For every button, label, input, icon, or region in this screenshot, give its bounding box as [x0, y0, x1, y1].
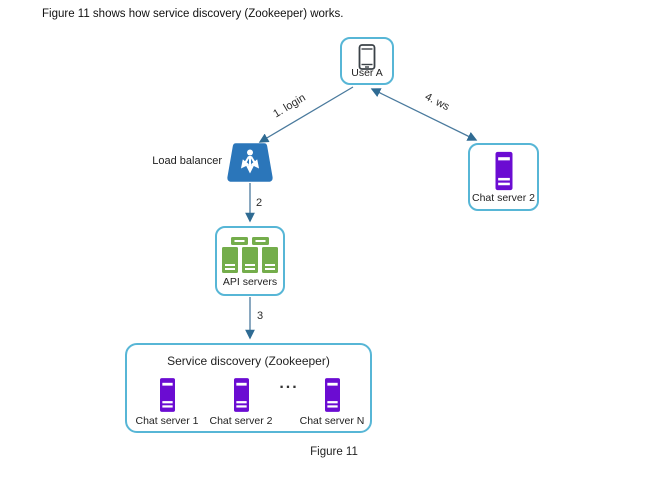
- discovery-chat-server-1-label: Chat server 1: [135, 415, 199, 427]
- figure-caption-text: Figure 11: [310, 446, 358, 458]
- node-api-servers-label: API servers: [222, 275, 278, 288]
- node-service-discovery: Service discovery (Zookeeper) Chat serve…: [125, 343, 372, 433]
- node-load-balancer-label: Load balancer: [152, 155, 222, 167]
- server-tower-icon: [324, 378, 340, 412]
- figure-caption: Figure 11: [0, 446, 658, 458]
- service-discovery-title: Service discovery (Zookeeper): [167, 354, 330, 368]
- edge-label-2: 2: [256, 197, 263, 209]
- edge-label-3: 3: [257, 310, 264, 322]
- ellipsis-dots: ...: [279, 375, 299, 392]
- node-user-a-label: User A: [351, 66, 383, 79]
- server-tower-icon: [159, 378, 175, 412]
- discovery-chat-server-1: Chat server 1: [122, 378, 212, 427]
- discovery-chat-server-2: Chat server 2: [196, 378, 286, 427]
- load-balancer-icon: [227, 143, 273, 182]
- discovery-chat-server-n-label: Chat server N: [299, 415, 365, 427]
- server-tower-icon: [495, 151, 512, 191]
- discovery-chat-server-2-label: Chat server 2: [209, 415, 273, 427]
- node-api-servers: API servers: [215, 226, 285, 296]
- node-user-a: User A: [340, 37, 394, 85]
- discovery-chat-server-n: Chat server N: [287, 378, 377, 427]
- edge-label-login: 1. login: [271, 91, 308, 121]
- node-chat-server-2: Chat server 2: [468, 143, 539, 211]
- server-tower-icon: [233, 378, 249, 412]
- edge-label-ws: 4. ws: [422, 90, 452, 114]
- figure-intro-text: Figure 11 shows how service discovery (Z…: [42, 8, 344, 20]
- node-chat-server-2-label: Chat server 2: [471, 191, 536, 204]
- smartphone-icon: [358, 44, 376, 70]
- server-cluster-icon: [222, 237, 278, 273]
